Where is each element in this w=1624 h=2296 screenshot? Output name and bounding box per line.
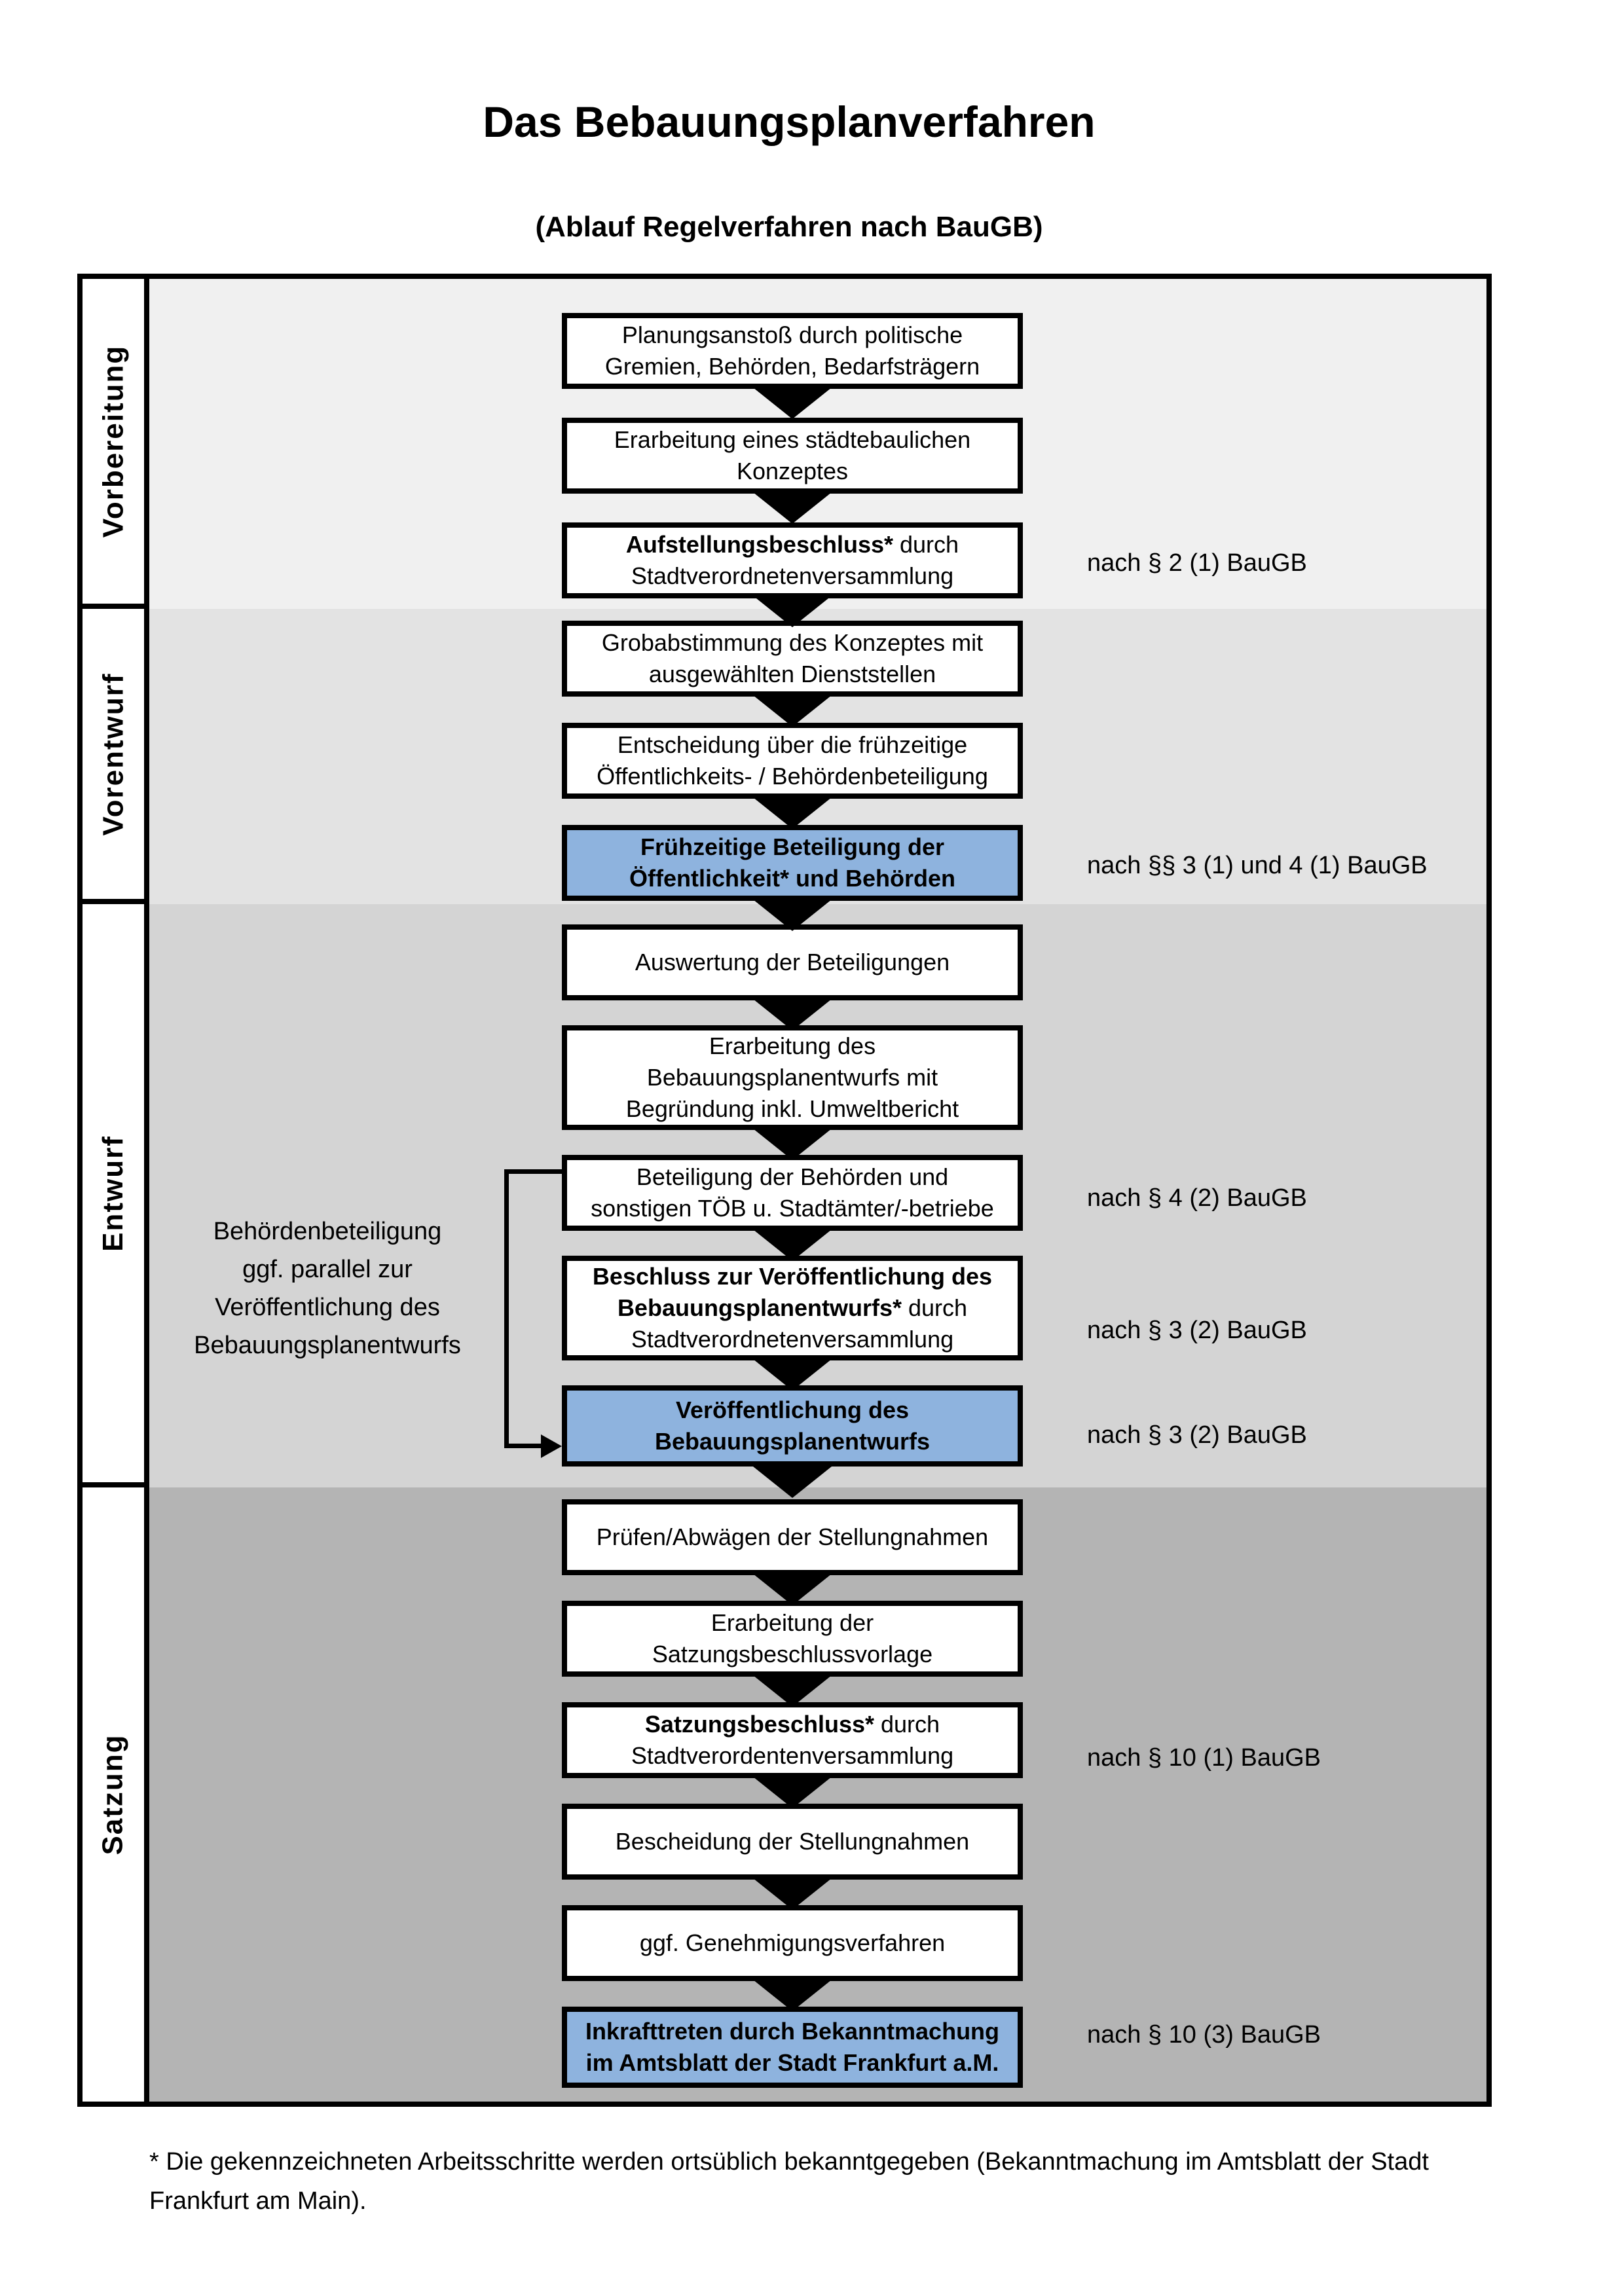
arrow-down-icon (753, 999, 832, 1030)
arrow-down-icon (753, 1129, 832, 1160)
arrow-down-icon (753, 1574, 832, 1605)
flow-box-bescheidung: Bescheidung der Stellungnahmen (562, 1804, 1023, 1880)
label-column-divider (144, 279, 149, 2102)
flow-box-genehmigungsverfahren: ggf. Genehmigungsverfahren (562, 1905, 1023, 1981)
flow-box-fruehzeitige-beteiligung: Frühzeitige Beteiligung der Öffentlichke… (562, 825, 1023, 901)
phase-label-vorentwurf: Vorentwurf (97, 672, 129, 835)
flow-box-grobabstimmung: Grobabstimmung des Konzeptes mit ausgewä… (562, 621, 1023, 697)
footnote: * Die gekennzeichneten Arbeitsschritte w… (149, 2148, 1429, 2215)
phase-label-cell-vorbereitung: Vorbereitung (83, 279, 144, 604)
legal-ref: nach § 10 (3) BauGB (1087, 2021, 1321, 2049)
arrow-down-icon (753, 1675, 832, 1707)
flow-box-behoerdenbeteiligung: Beteiligung der Behörden und sonstigen T… (562, 1155, 1023, 1231)
flow-box-satzungsbeschluss: Satzungsbeschluss* durch Stadtverordente… (562, 1702, 1023, 1778)
legal-ref: nach § 2 (1) BauGB (1087, 549, 1307, 577)
arrow-down-icon (753, 797, 832, 829)
legal-ref: nach § 3 (2) BauGB (1087, 1317, 1307, 1344)
arrow-down-icon (753, 1359, 832, 1391)
flow-box-satzungsbeschlussvorlage: Erarbeitung der Satzungsbeschlussvorlage (562, 1601, 1023, 1677)
arrow-down-icon (753, 492, 832, 524)
arrow-down-icon (753, 1777, 832, 1808)
flow-box-entscheidung-beteiligung: Entscheidung über die frühzeitige Öffent… (562, 723, 1023, 799)
phase-label-cell-vorentwurf: Vorentwurf (83, 609, 144, 899)
page-subtitle: (Ablauf Regelverfahren nach BauGB) (535, 211, 1043, 243)
phase-divider (83, 604, 149, 609)
arrow-down-icon (753, 695, 832, 727)
flow-box-planungsanstoss: Planungsanstoß durch politische Gremien,… (562, 313, 1023, 389)
legal-ref: nach § 4 (2) BauGB (1087, 1184, 1307, 1212)
page-title: Das Bebauungsplanverfahren (483, 98, 1096, 146)
arrow-down-icon (753, 1980, 832, 2011)
parallel-branch-connector-bottom (504, 1444, 544, 1448)
parallel-note: Behördenbeteiligung ggf. parallel zur Ve… (194, 1218, 461, 1359)
arrow-down-icon (753, 1467, 832, 1498)
legal-ref: nach § 10 (1) BauGB (1087, 1744, 1321, 1772)
phase-label-entwurf: Entwurf (97, 1135, 130, 1252)
legal-ref: nach § 3 (2) BauGB (1087, 1421, 1307, 1449)
phase-label-satzung: Satzung (97, 1734, 130, 1855)
phase-divider (83, 1482, 149, 1487)
parallel-branch-connector-top (504, 1169, 564, 1174)
flow-box-pruefen-abwaegen: Prüfen/Abwägen der Stellungnahmen (562, 1499, 1023, 1575)
flow-box-konzept-erarbeitung: Erarbeitung eines städtebaulichen Konzep… (562, 418, 1023, 494)
legal-ref: nach §§ 3 (1) und 4 (1) BauGB (1087, 852, 1428, 879)
flow-box-aufstellungsbeschluss: Aufstellungsbeschluss* durch Stadtverord… (562, 522, 1023, 598)
arrow-down-icon (753, 1230, 832, 1261)
parallel-branch-connector-vline (504, 1169, 509, 1448)
phase-label-vorbereitung: Vorbereitung (97, 344, 129, 538)
flow-box-auswertung: Auswertung der Beteiligungen (562, 924, 1023, 1000)
arrow-down-icon (753, 596, 832, 627)
phase-divider (83, 899, 149, 904)
arrow-down-icon (753, 388, 832, 419)
flow-box-veroeffentlichung: Veröffentlichung des Bebauungsplanentwur… (562, 1385, 1023, 1467)
phase-label-cell-entwurf: Entwurf (83, 904, 144, 1482)
arrow-down-icon (753, 1878, 832, 1910)
arrow-down-icon (753, 900, 832, 931)
phase-label-cell-satzung: Satzung (83, 1487, 144, 2102)
flow-box-veroeffentlichungsbeschluss: Beschluss zur Veröffentlichung des Bebau… (562, 1256, 1023, 1360)
flow-box-entwurf-erarbeitung: Erarbeitung des Bebauungsplanentwurfs mi… (562, 1025, 1023, 1130)
arrow-right-icon (541, 1434, 562, 1458)
flow-box-inkrafttreten: Inkrafttreten durch Bekanntmachung im Am… (562, 2007, 1023, 2088)
